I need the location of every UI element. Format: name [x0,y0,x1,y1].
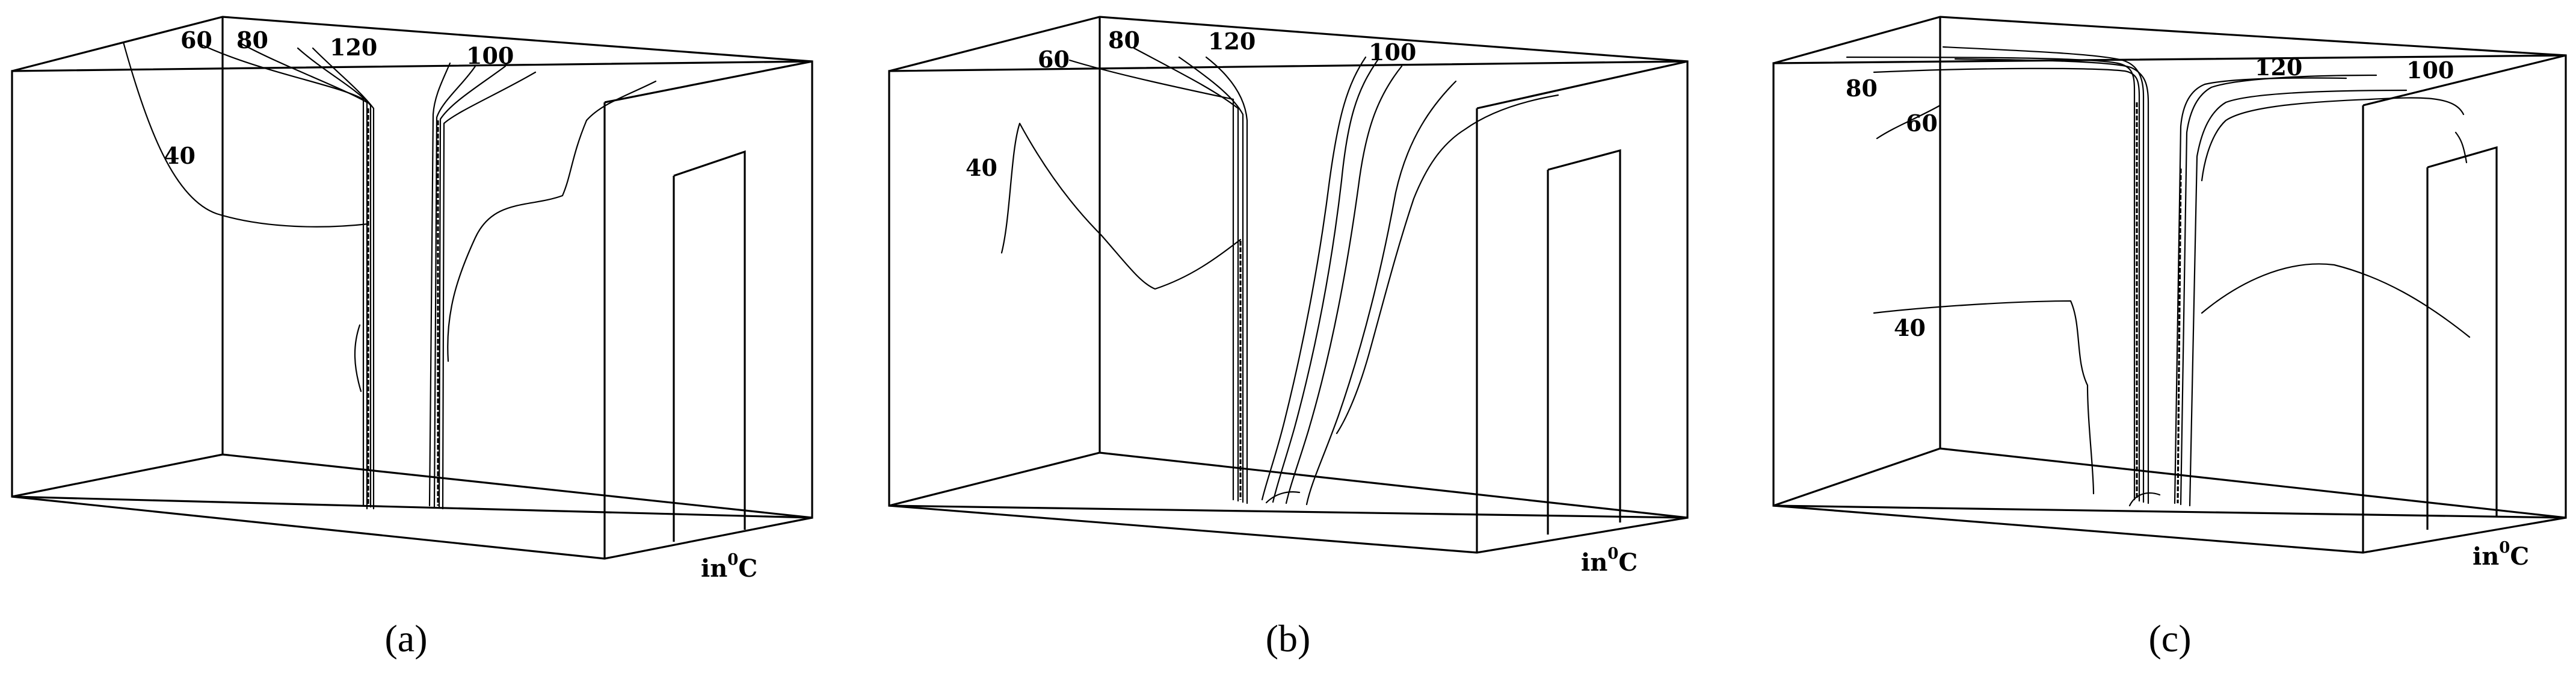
isotherm-label-40: 40 [1894,314,1926,341]
room-box-c [1772,16,2567,554]
isotherm-labels-a: 60 80 120 100 40 [164,26,514,169]
isotherm-label-80: 80 [1108,26,1140,54]
panel-c: 80 60 120 100 40 in0C (c) [1772,16,2567,660]
isotherm-label-100: 100 [466,42,514,69]
isotherm-label-80: 80 [1846,75,1878,102]
isotherm-label-120: 120 [330,34,377,61]
isotherm-label-40: 40 [164,142,196,169]
doorway-c [2426,146,2498,530]
unit-label-b: in0C [1581,545,1638,577]
isotherm-label-120: 120 [1208,28,1256,55]
isotherm-label-100: 100 [1369,39,1416,66]
isotherm-label-120: 120 [2255,54,2302,81]
caption-a: (a) [384,617,427,660]
caption-c: (c) [2148,617,2191,660]
isotherm-lines-b [1000,47,1559,506]
caption-b: (b) [1266,617,1311,660]
isotherm-label-100: 100 [2406,57,2454,84]
isotherm-label-80: 80 [236,26,268,54]
panel-a: 60 80 120 100 40 in0C (a) [11,16,813,660]
isotherm-label-60: 60 [180,26,212,54]
isotherm-labels-b: 60 80 120 100 40 [966,26,1416,181]
isotherm-lines-a [122,41,657,510]
room-box-b [888,16,1689,554]
unit-label-c: in0C [2473,539,2529,571]
panel-b: 60 80 120 100 40 in0C (b) [888,16,1689,660]
doorway-a [673,150,746,542]
isotherm-labels-c: 80 60 120 100 40 [1846,54,2454,341]
doorway-b [1547,149,1621,535]
isotherm-label-60: 60 [1906,110,1938,137]
room-box-a [11,16,813,560]
isotherm-label-60: 60 [1038,46,1070,73]
unit-label-a: in0C [701,551,757,583]
isotherm-label-40: 40 [966,154,997,181]
isotherm-lines-c [1846,46,2471,507]
